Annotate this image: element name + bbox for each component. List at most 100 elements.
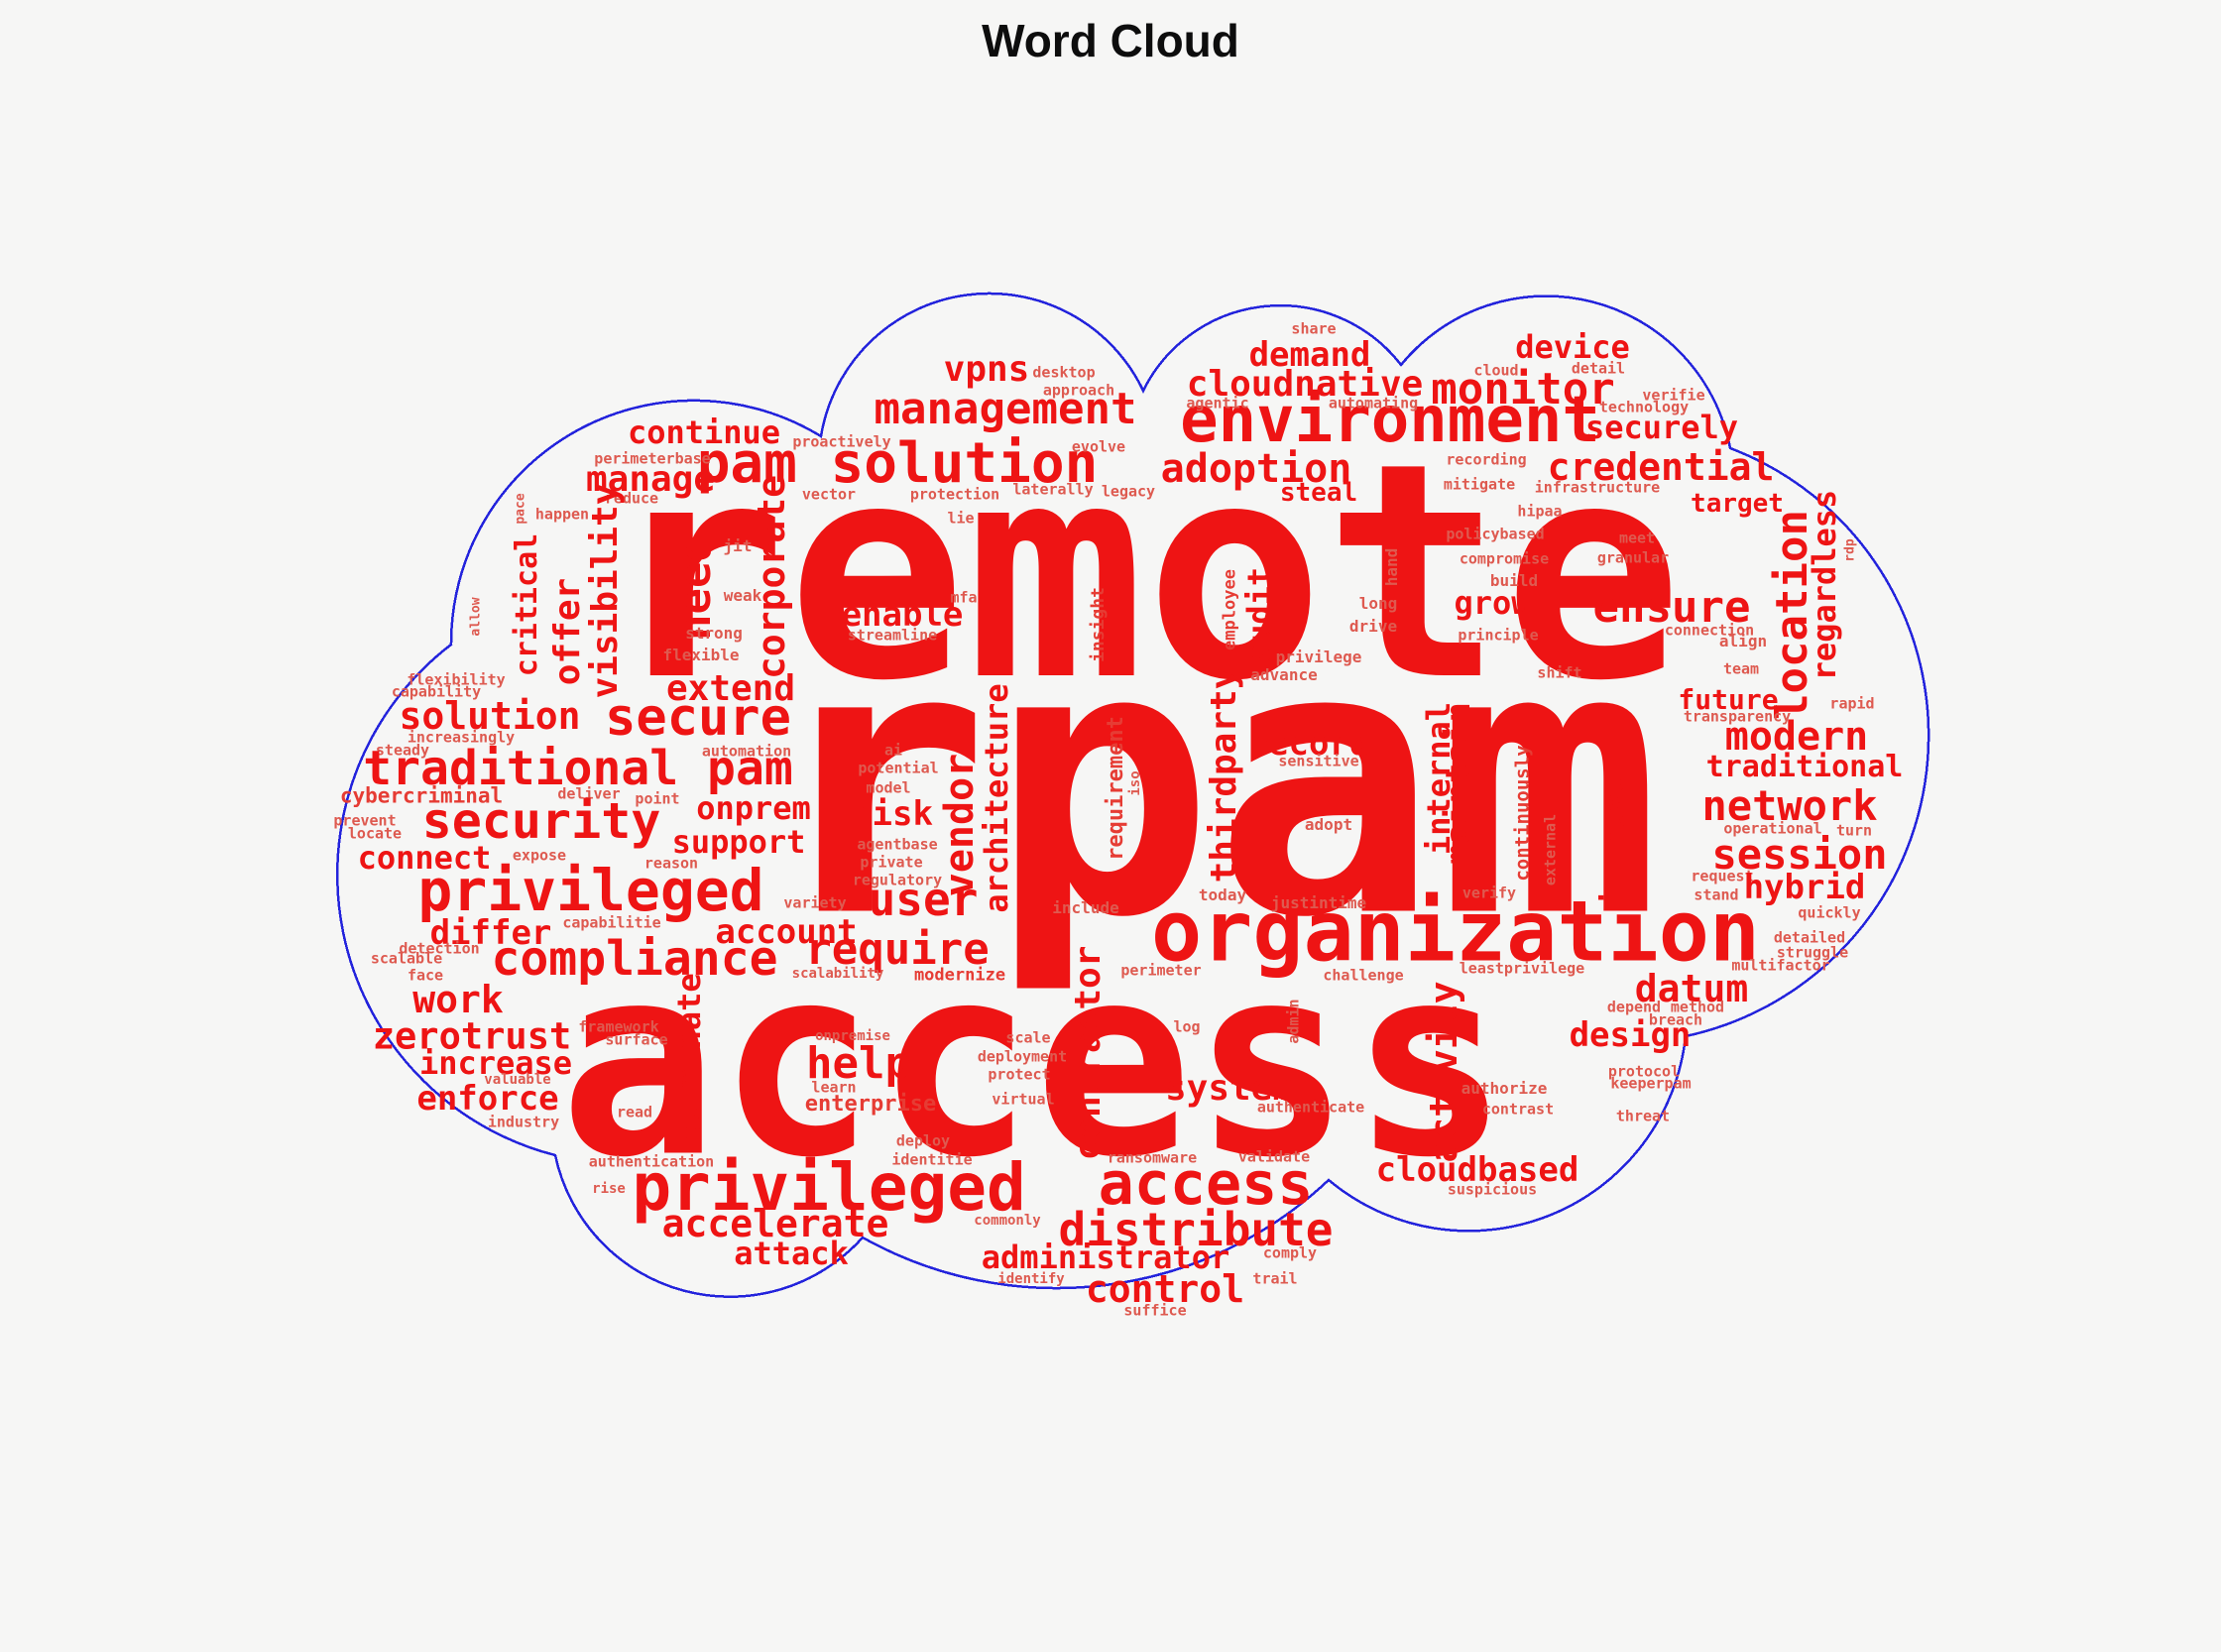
- cloud-word: perimeter: [1120, 961, 1202, 980]
- cloud-word: jit: [723, 536, 753, 555]
- cloud-word: expose: [512, 846, 567, 865]
- cloud-word: maintain: [1439, 702, 1478, 865]
- cloud-word: system: [1164, 1068, 1295, 1109]
- cloud-word: control: [1085, 1267, 1245, 1311]
- cloud-word: increase: [418, 1044, 573, 1082]
- cloud-word: hipaa: [1517, 502, 1563, 521]
- cloud-word: team: [1722, 659, 1760, 678]
- cloud-word: lie: [947, 509, 975, 528]
- cloud-word: onprem: [696, 789, 811, 827]
- cloud-word: quickly: [1798, 903, 1861, 922]
- cloud-word: visibility: [585, 483, 626, 699]
- cloud-word: stand: [1694, 885, 1739, 904]
- cloud-word: network: [1701, 781, 1878, 830]
- cloud-word: share: [1291, 319, 1337, 338]
- cloud-word: method: [1670, 998, 1725, 1016]
- cloud-word: audit: [1240, 566, 1278, 663]
- cloud-word: continuously: [1511, 745, 1534, 882]
- cloud-word: evolve: [1071, 437, 1126, 456]
- cloud-word: policybased: [1446, 525, 1545, 543]
- cloud-word: employee: [1220, 569, 1240, 650]
- cloud-word: sensitive: [1278, 752, 1359, 770]
- cloud-word: comply: [1262, 1243, 1318, 1262]
- cloud-word: scalability: [791, 966, 884, 982]
- cloud-word: extend: [665, 668, 796, 709]
- cloud-word: identitie: [891, 1150, 973, 1169]
- cloud-word: insight: [1088, 587, 1109, 662]
- cloud-word: happen: [534, 505, 590, 524]
- cloud-word: threat: [1615, 1107, 1671, 1125]
- cloud-word: hybrid: [1743, 868, 1866, 907]
- cloud-word: legacy: [1101, 482, 1156, 501]
- cloud-word: corporate: [750, 475, 793, 679]
- cloud-word: design: [1569, 1015, 1692, 1055]
- cloud-word: suffice: [1123, 1301, 1187, 1320]
- cloud-word: turn: [1835, 821, 1873, 840]
- cloud-word: detailed: [1773, 928, 1846, 947]
- cloud-word: justintime: [1270, 893, 1367, 912]
- cloud-word: connection: [1664, 621, 1755, 640]
- cloud-word: struggle: [1776, 943, 1849, 962]
- cloud-word: include: [1052, 898, 1119, 917]
- cloud-word: traditional: [1705, 750, 1904, 784]
- cloud-word: protocol: [1607, 1062, 1681, 1081]
- cloud-word: capability: [391, 682, 482, 701]
- cloud-word: face: [407, 966, 444, 985]
- cloud-word: scalable: [370, 949, 443, 968]
- cloud-word: privilege: [1275, 648, 1362, 666]
- cloud-word: technology: [1598, 398, 1690, 416]
- cloud-word: secure: [605, 688, 791, 748]
- cloud-word: steady: [375, 741, 430, 760]
- cloud-word: mitigate: [1443, 475, 1516, 494]
- cloud-word: automation: [701, 742, 792, 761]
- cloud-word: reason: [643, 854, 699, 873]
- cloud-word: validate: [1237, 1147, 1311, 1166]
- cloud-word: adoption: [1160, 446, 1352, 492]
- cloud-word: principle: [1458, 626, 1539, 645]
- cloud-word: rapid: [1829, 694, 1875, 713]
- cloud-word: session: [1711, 830, 1888, 879]
- cloud-word: compromise: [1459, 549, 1550, 568]
- cloud-word: increasingly: [407, 728, 516, 747]
- cloud-word: detail: [1571, 359, 1626, 378]
- cloud-word: demand: [1248, 335, 1371, 375]
- cloud-outline: [335, 292, 1930, 1298]
- cloud-word: flexibility: [407, 670, 506, 689]
- cloud-word: work: [412, 978, 504, 1021]
- cloud-word: transparency: [1683, 707, 1792, 726]
- cloud-word: identify: [997, 1271, 1065, 1287]
- cloud-word: approach: [1042, 381, 1115, 400]
- cloud-word: proactively: [792, 432, 891, 451]
- cloud-word: management: [874, 384, 1137, 434]
- cloud-word: compliance: [491, 931, 778, 987]
- cloud-word: risk: [852, 794, 933, 834]
- cloud-word: iso: [1127, 770, 1143, 796]
- cloud-word: align: [1718, 632, 1768, 650]
- cloud-word: reduce: [604, 489, 659, 508]
- cloud-word: laterally: [1012, 480, 1094, 499]
- chart-title: Word Cloud: [982, 15, 1239, 66]
- cloud-word: requirement: [1104, 716, 1128, 861]
- cloud-word: shift: [1537, 663, 1582, 682]
- cloud-word: organization: [1150, 883, 1761, 982]
- cloud-word: agentbase: [857, 835, 938, 854]
- cloud-word: securely: [1584, 409, 1739, 446]
- cloud-word: admin: [1284, 999, 1303, 1044]
- cloud-word: rise: [592, 1181, 626, 1197]
- cloud-word: require: [805, 924, 990, 975]
- cloud-word: cloud: [1473, 361, 1519, 380]
- cloud-word: suspicious: [1447, 1180, 1538, 1199]
- cloud-word: account: [715, 912, 858, 952]
- cloud-word: modern: [1724, 714, 1869, 760]
- cloud-word: authorize: [1461, 1079, 1548, 1098]
- cloud-word: distribute: [1058, 1203, 1334, 1256]
- cloud-word: agentic: [1186, 394, 1249, 413]
- cloud-word: verifie: [1642, 386, 1705, 405]
- cloud-word: infrastructure: [1534, 478, 1661, 497]
- cloud-word: future: [1678, 683, 1779, 716]
- cloud-word: industry: [487, 1113, 560, 1131]
- cloud-word: improve: [1594, 773, 1632, 908]
- cloud-word: contrast: [1481, 1100, 1555, 1119]
- cloud-word: read: [616, 1103, 653, 1121]
